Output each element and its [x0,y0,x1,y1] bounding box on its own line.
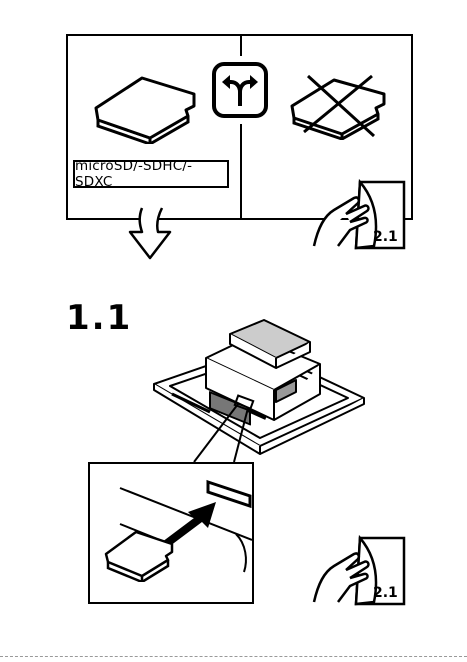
microsd-card-icon [90,72,200,144]
page-reference-label: 2.1 [373,229,398,245]
page-reference-label: 2.1 [373,585,398,601]
down-arrow-icon [124,204,176,262]
fork-arrow-icon [212,62,268,118]
card-type-text: microSD/-SDHC/-SDXC [75,158,227,190]
zoom-leader-lines [180,390,260,470]
crossed-out-card-icon [286,72,390,140]
card-type-label: microSD/-SDHC/-SDXC [73,160,229,188]
page-bottom-rule [0,656,467,657]
step-number: 1.1 [66,298,132,338]
microsd-card-icon [102,526,176,582]
